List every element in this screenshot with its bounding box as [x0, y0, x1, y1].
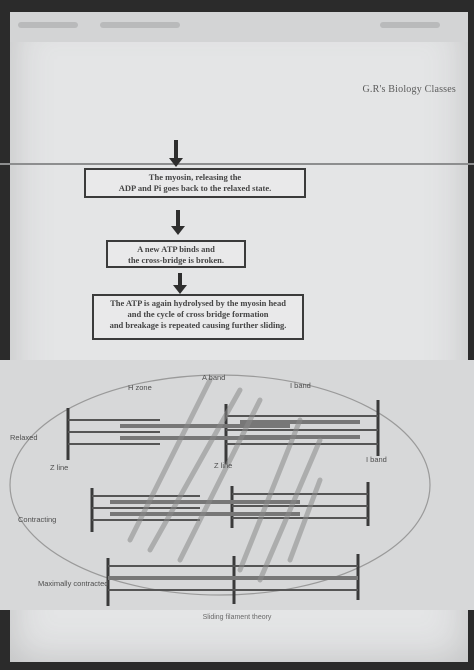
step-box-1: The myosin, releasing the ADP and Pi goe…	[84, 168, 306, 198]
h-zone-label: H zone	[128, 383, 152, 392]
down-arrow-icon	[171, 226, 185, 235]
down-arrow-icon	[173, 285, 187, 294]
step-line: ADP and Pi goes back to the relaxed stat…	[118, 183, 272, 193]
a-band-label: A band	[202, 373, 225, 382]
step-line: and breakage is repeated causing further…	[109, 320, 287, 330]
page-top-strip	[10, 12, 468, 42]
step-box-3: The ATP is again hydrolysed by the myosi…	[92, 294, 304, 340]
step-line: A new ATP binds and	[137, 244, 215, 254]
relaxed-label: Relaxed	[10, 433, 38, 442]
maximally-contracted-label: Maximally contracted	[38, 579, 108, 588]
scribble-marks	[127, 377, 323, 583]
i-band-label: I band	[290, 381, 311, 390]
smudge-mark	[380, 22, 440, 28]
smudge-mark	[18, 22, 78, 28]
z-line-center-label: Z line	[214, 461, 232, 470]
arrow-shaft	[178, 273, 182, 287]
step-line: The ATP is again hydrolysed by the myosi…	[110, 298, 286, 308]
contracting-label: Contracting	[18, 515, 56, 524]
i-band-right-label: I band	[366, 455, 387, 464]
arrow-shaft	[176, 210, 180, 228]
contracting-sarcomere	[90, 482, 370, 532]
page-header: G.R's Biology Classes	[362, 84, 456, 95]
diagram-background	[0, 360, 474, 610]
step-box-2: A new ATP binds and the cross-bridge is …	[106, 240, 246, 268]
diagram-outline	[9, 374, 431, 596]
down-arrow-icon	[169, 158, 183, 167]
diagram-caption: Sliding filament theory	[202, 614, 272, 621]
max-contracted-sarcomere	[106, 554, 360, 606]
step-line: The myosin, releasing the	[148, 172, 242, 182]
step-line: and the cycle of cross bridge formation	[127, 309, 269, 319]
z-line-label: Z line	[50, 463, 68, 472]
arrow-shaft	[174, 140, 178, 160]
step-line: the cross-bridge is broken.	[127, 255, 225, 265]
horizontal-rule	[0, 163, 474, 165]
relaxed-sarcomere	[66, 400, 380, 464]
smudge-mark	[100, 22, 180, 28]
sliding-filament-diagram: H zone A band I band Z line Z line I ban…	[9, 373, 431, 606]
